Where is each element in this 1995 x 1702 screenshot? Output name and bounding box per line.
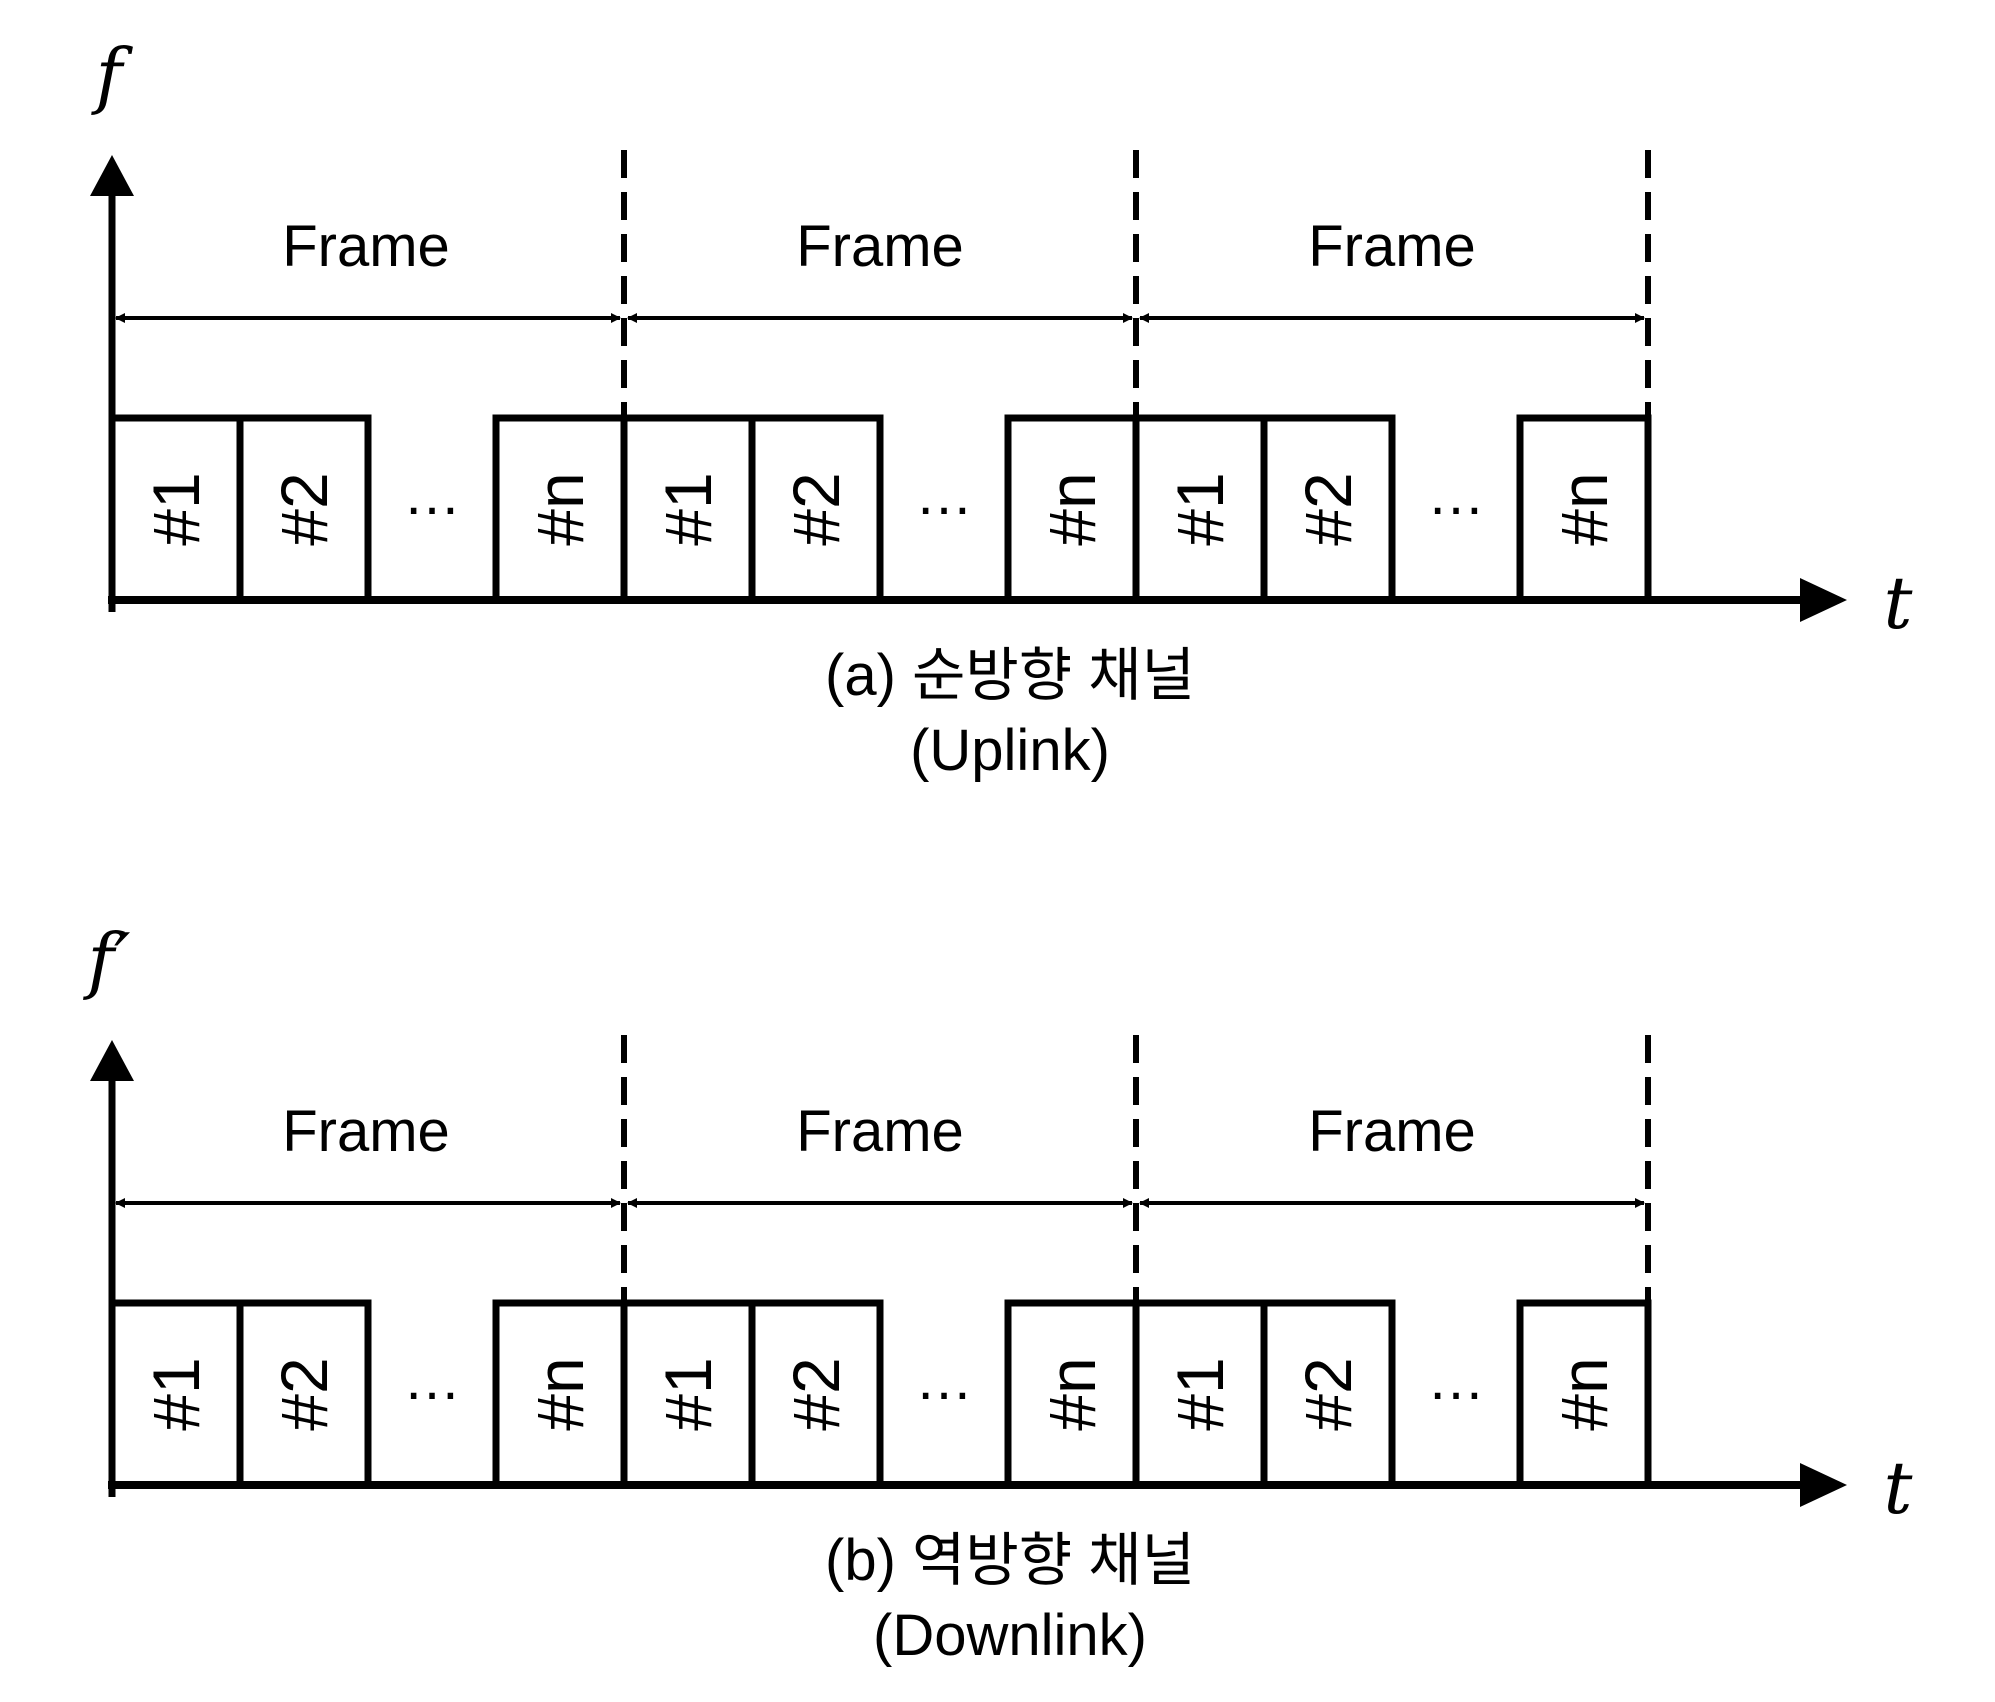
frame-2: Frame #1 #2 … #n bbox=[620, 150, 1140, 604]
slot-box bbox=[748, 414, 884, 604]
caption-subtitle: (Uplink) bbox=[910, 718, 1110, 783]
slot-label: #n bbox=[523, 472, 597, 545]
slot-box bbox=[1516, 414, 1652, 604]
y-axis-arrowhead bbox=[90, 1040, 134, 1081]
y-axis-label: f bbox=[91, 33, 134, 117]
slot-label: #n bbox=[1035, 472, 1109, 545]
caption-title: (b) 역방향 채널 bbox=[825, 1528, 1195, 1593]
slot-label: #1 bbox=[139, 1357, 213, 1430]
diagram-downlink: f′ t Frame #1 #2 … #n Frame #1 #2 … #n Frame #1 #2 … #n (… bbox=[83, 918, 1914, 1668]
x-axis-label: t bbox=[1884, 561, 1914, 645]
frame-label: Frame bbox=[796, 214, 964, 279]
slot-ellipsis: … bbox=[403, 462, 461, 527]
slot-label: #2 bbox=[779, 1357, 853, 1430]
slot-ellipsis: … bbox=[1427, 1347, 1485, 1412]
frame-1: Frame #1 #2 … #n bbox=[108, 150, 628, 604]
slot-ellipsis: … bbox=[915, 462, 973, 527]
slot-label: #n bbox=[1547, 1357, 1621, 1430]
slot-label: #2 bbox=[267, 472, 341, 545]
slot-label: #1 bbox=[139, 472, 213, 545]
slot-label: #n bbox=[523, 1357, 597, 1430]
frame-label: Frame bbox=[1308, 1099, 1476, 1164]
caption-subtitle: (Downlink) bbox=[873, 1603, 1147, 1668]
slot-label: #2 bbox=[1291, 1357, 1365, 1430]
frame-label: Frame bbox=[282, 1099, 450, 1164]
diagram-uplink: f t Frame #1 #2 … #n Frame #1 #2 … #n Frame #1 #2 … #n (a… bbox=[90, 33, 1914, 783]
frame-label: Frame bbox=[1308, 214, 1476, 279]
slot-box bbox=[1260, 1299, 1396, 1489]
y-axis-label: f′ bbox=[83, 918, 131, 1002]
x-axis-label: t bbox=[1884, 1446, 1914, 1530]
frame-2: Frame #1 #2 … #n bbox=[620, 1035, 1140, 1489]
x-axis-arrowhead bbox=[1800, 578, 1847, 622]
slot-label: #2 bbox=[1291, 472, 1365, 545]
slot-label: #n bbox=[1035, 1357, 1109, 1430]
slot-label: #1 bbox=[1163, 1357, 1237, 1430]
slot-box bbox=[1260, 414, 1396, 604]
slot-ellipsis: … bbox=[1427, 462, 1485, 527]
frame-label: Frame bbox=[282, 214, 450, 279]
slot-box bbox=[236, 1299, 372, 1489]
x-axis-arrowhead bbox=[1800, 1463, 1847, 1507]
slot-label: #n bbox=[1547, 472, 1621, 545]
caption-title: (a) 순방향 채널 bbox=[825, 643, 1195, 708]
slot-label: #2 bbox=[267, 1357, 341, 1430]
frame-3: Frame #1 #2 … #n bbox=[1132, 150, 1652, 604]
slot-box bbox=[748, 1299, 884, 1489]
slot-ellipsis: … bbox=[915, 1347, 973, 1412]
slot-box bbox=[1516, 1299, 1652, 1489]
frame-1: Frame #1 #2 … #n bbox=[108, 1035, 628, 1489]
y-axis-arrowhead bbox=[90, 155, 134, 196]
slot-ellipsis: … bbox=[403, 1347, 461, 1412]
slot-label: #2 bbox=[779, 472, 853, 545]
slot-label: #1 bbox=[1163, 472, 1237, 545]
frame-3: Frame #1 #2 … #n bbox=[1132, 1035, 1652, 1489]
slot-label: #1 bbox=[651, 1357, 725, 1430]
slot-label: #1 bbox=[651, 472, 725, 545]
frame-label: Frame bbox=[796, 1099, 964, 1164]
slot-box bbox=[236, 414, 372, 604]
